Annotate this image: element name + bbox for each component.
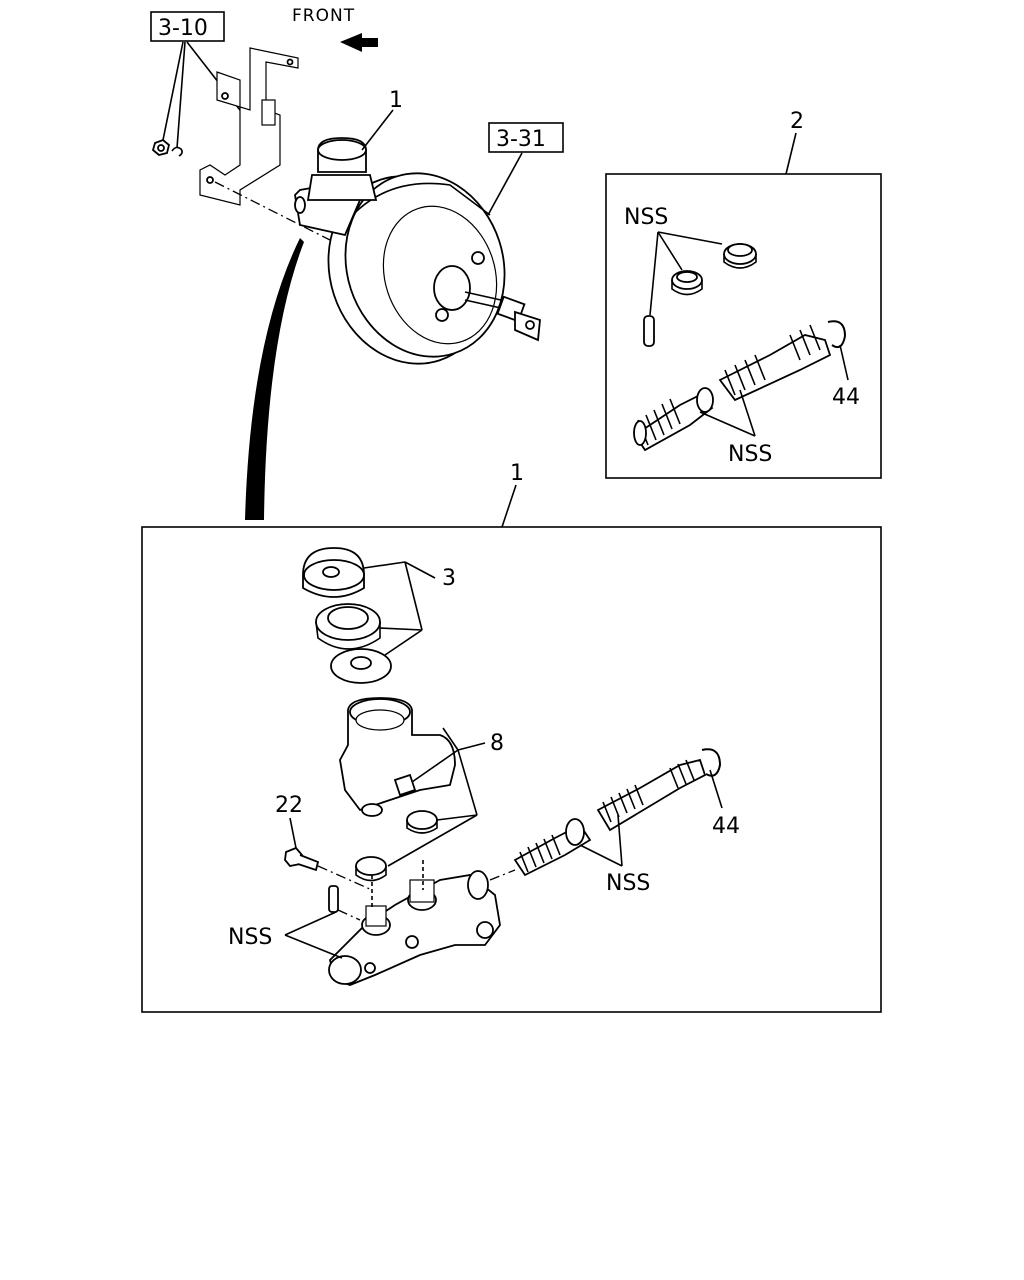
kit-primary-piston — [633, 387, 714, 452]
kit-seal-small — [671, 270, 703, 296]
kit-pin — [643, 315, 655, 347]
kit-nss-top-label: NSS — [624, 205, 668, 230]
callout-3: 3 — [442, 566, 456, 591]
ref-3-31-label: 3-31 — [496, 127, 546, 152]
nss-piston-label: NSS — [606, 871, 650, 896]
primary-piston — [513, 818, 592, 877]
callout-2: 2 — [790, 109, 804, 134]
master-cylinder-detail-box — [141, 526, 882, 1013]
cylinder-pin — [328, 885, 339, 913]
reservoir-grommet-right — [406, 810, 438, 834]
reservoir-grommet-left — [355, 856, 387, 882]
repair-kit-box — [605, 173, 882, 479]
retaining-bolt — [284, 846, 320, 872]
kit-nss-bottom-label: NSS — [728, 442, 772, 467]
cap-diaphragm — [315, 603, 381, 650]
master-cylinder-body — [328, 870, 501, 986]
nss-pin-label: NSS — [228, 925, 272, 950]
mounting-bracket — [199, 47, 299, 206]
reservoir-cap — [302, 547, 365, 598]
callout-1-detail: 1 — [510, 461, 524, 486]
ref-3-10-label: 3-10 — [158, 16, 208, 41]
ref-box-3-10[interactable]: 3-10 — [150, 11, 225, 42]
reservoir-body — [339, 697, 456, 817]
front-label: FRONT — [292, 6, 355, 26]
kit-snap-ring — [827, 320, 847, 349]
callout-8: 8 — [490, 731, 504, 756]
detail-pointer — [245, 238, 304, 520]
kit-seal-large — [723, 243, 757, 269]
callout-1-top: 1 — [389, 88, 403, 113]
secondary-piston — [596, 758, 707, 832]
bracket-clip — [171, 146, 183, 157]
callout-22: 22 — [275, 793, 303, 818]
master-cylinder-top — [294, 137, 378, 237]
front-arrow-icon — [340, 33, 378, 52]
kit-44-label: 44 — [832, 385, 860, 410]
kit-secondary-piston — [718, 324, 832, 402]
callout-44-detail: 44 — [712, 814, 740, 839]
bracket-nut — [151, 138, 171, 156]
brake-booster — [327, 172, 541, 365]
ref-box-3-31[interactable]: 3-31 — [488, 122, 564, 153]
cap-seal-washer — [330, 648, 392, 684]
